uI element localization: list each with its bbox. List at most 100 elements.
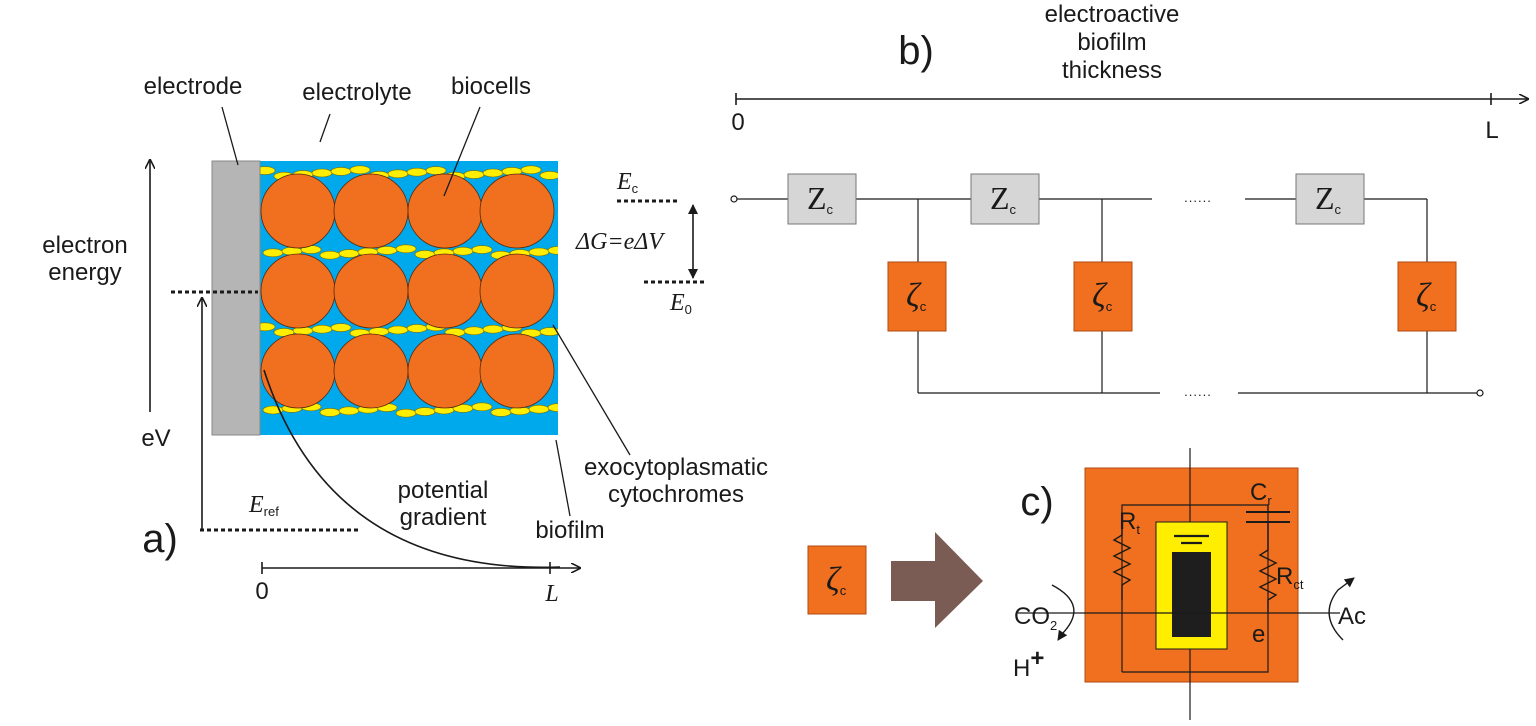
panel-c-letter: c)	[1020, 480, 1053, 524]
potential-gradient-label-line2: gradient	[400, 504, 487, 531]
cytochrome	[452, 246, 474, 256]
top-ellipsis: ......	[1184, 190, 1212, 205]
electrolyte-leader	[319, 113, 331, 143]
biocell	[333, 253, 409, 329]
cytochrome	[376, 246, 398, 255]
svg-text:ζc: ζc	[906, 277, 927, 314]
zeta-element-3: ζc	[1397, 261, 1457, 332]
cytochrome	[482, 168, 504, 178]
biocell	[479, 253, 555, 329]
h-plus-label: H+	[1013, 645, 1044, 682]
electrode-label: electrode	[144, 73, 243, 100]
cytochrome	[260, 322, 276, 332]
impedance-z-2: Zc	[970, 173, 1040, 225]
svg-text:ζc: ζc	[826, 561, 847, 598]
ev-label: eV	[141, 425, 170, 452]
biocell	[333, 173, 409, 249]
thickness-label-line2: biofilm	[1077, 29, 1146, 56]
cytochrome	[395, 408, 417, 418]
cr-label: Cr	[1250, 479, 1272, 508]
zeta-element-1: ζc	[887, 261, 947, 332]
potential-gradient-label-line1: potential	[398, 477, 489, 504]
cytochrome	[406, 324, 428, 333]
ac-label: Ac	[1338, 603, 1366, 630]
svg-text:ζc: ζc	[1416, 277, 1437, 314]
cytochromes-label-line2: cytochromes	[608, 481, 744, 508]
biocells-leader	[443, 106, 481, 197]
cytochrome	[387, 169, 409, 179]
rt-label: Rt	[1119, 508, 1140, 537]
biocell	[407, 253, 483, 329]
cytochrome	[528, 247, 550, 257]
cytochrome	[547, 403, 558, 412]
cytochrome	[330, 323, 352, 332]
delta-g-label: ΔG=eΔV	[575, 229, 665, 255]
panel-a-letter: a)	[142, 517, 178, 561]
resistor-rct	[1258, 522, 1278, 612]
cytochrome	[319, 408, 341, 417]
cytochrome	[338, 406, 360, 416]
biocell	[333, 333, 409, 409]
svg-text:Zc: Zc	[807, 180, 834, 217]
cytochrome	[349, 165, 371, 175]
svg-text:ζc: ζc	[1092, 277, 1113, 314]
thickness-label-line1: electroactive	[1045, 1, 1180, 28]
panel-a-x-end: L	[544, 581, 558, 607]
cytochrome	[311, 168, 333, 178]
impedance-z-3: Zc	[1295, 173, 1365, 225]
potential-gradient-curve	[263, 369, 561, 569]
electrode	[211, 160, 261, 436]
expansion-arrow	[891, 532, 983, 628]
cytochrome	[490, 408, 512, 417]
cytochrome	[528, 404, 550, 414]
biocell	[407, 173, 483, 249]
electron-energy-label-line1: electron	[42, 232, 127, 259]
ac-arrow	[1328, 577, 1355, 641]
cytochrome	[463, 326, 485, 336]
output-terminal	[1476, 389, 1484, 397]
e-label: e	[1252, 621, 1265, 648]
panel-a-x-start: 0	[255, 578, 268, 605]
biofilm-leader	[555, 439, 571, 517]
cytochrome	[482, 324, 504, 334]
panel-b: b) electroactive biofilm thickness 0 L .…	[730, 1, 1528, 399]
e0-label: E0	[669, 290, 692, 317]
zeta-element-2: ζc	[1073, 261, 1133, 332]
cytochrome	[425, 166, 447, 175]
panel-a: electron energy electrode electrolyte bi…	[42, 73, 768, 607]
ec-label: Ec	[616, 169, 639, 196]
cytochromes-leader	[552, 324, 631, 456]
cytochrome	[330, 167, 352, 176]
cell-core	[1172, 552, 1211, 637]
impedance-z-1: Zc	[787, 173, 857, 225]
electrode-leader	[221, 106, 239, 166]
biocell	[260, 173, 336, 249]
cytochrome	[395, 244, 417, 254]
cytochrome	[387, 325, 409, 335]
panel-b-x-start: 0	[731, 109, 744, 136]
biocell	[407, 333, 483, 409]
co2-label: CO2	[1014, 603, 1057, 633]
cytochrome	[414, 407, 436, 416]
zeta-element-small: ζc	[807, 545, 867, 615]
biofilm-label: biofilm	[535, 517, 604, 544]
cytochrome	[547, 246, 558, 255]
svg-text:Zc: Zc	[990, 180, 1017, 217]
panel-c: c) ζc Rt Cr Rct e	[807, 448, 1366, 720]
cytochrome	[539, 327, 558, 336]
thickness-label-line3: thickness	[1062, 57, 1162, 84]
e-ref-label: Eref	[248, 492, 279, 519]
biocell	[260, 333, 336, 409]
cytochrome	[319, 250, 341, 260]
cytochrome	[262, 248, 284, 258]
rct-label: Rct	[1276, 563, 1304, 592]
cytochrome	[471, 402, 493, 412]
biofilm-cells	[260, 165, 558, 418]
biocell	[260, 253, 336, 329]
resistor-rt	[1112, 518, 1132, 600]
cytochrome	[471, 245, 493, 254]
electron-energy-label-line2: energy	[48, 259, 121, 286]
panel-b-x-end: L	[1485, 117, 1498, 144]
biocell	[479, 173, 555, 249]
